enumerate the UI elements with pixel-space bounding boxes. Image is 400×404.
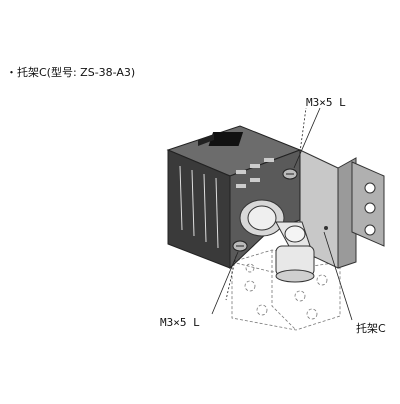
screw-bottom-label: M3×5 L (160, 316, 200, 329)
bracket-c (299, 149, 385, 269)
screw-top (282, 168, 298, 180)
dashed-mounting-bracket (231, 249, 341, 331)
leader-lines (211, 107, 353, 321)
elbow-fitting (239, 199, 315, 283)
figure-heading: ・托架C(型号: ZS-38-A3) (6, 66, 136, 79)
bracket-label: 托架C (356, 322, 386, 335)
screw-top-label: M3×5 L (306, 96, 346, 109)
screw-bottom (232, 240, 248, 252)
